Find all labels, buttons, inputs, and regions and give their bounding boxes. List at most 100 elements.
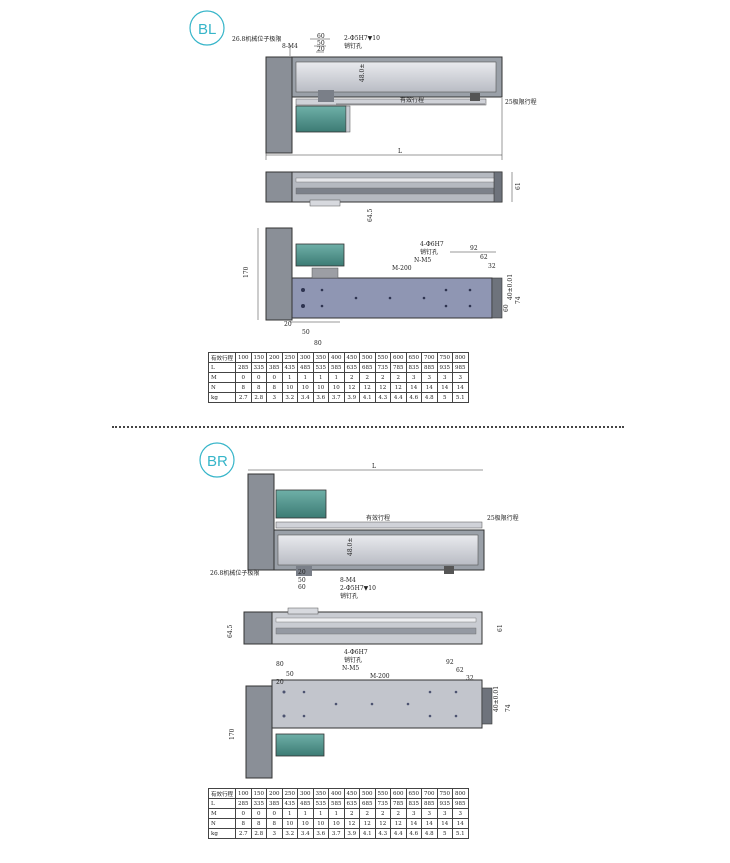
bl-mech-limit: 26.8机械位子极限 bbox=[232, 35, 281, 43]
table-cell: 12 bbox=[374, 382, 391, 393]
bl-dim-92: 92 bbox=[470, 245, 478, 252]
table-cell: 435 bbox=[281, 798, 298, 809]
table-cell: 4.3 bbox=[374, 392, 391, 403]
table-cell: 4.8 bbox=[421, 392, 438, 403]
bl-dim-60: 60 bbox=[317, 33, 325, 40]
table-cell: 4.6 bbox=[405, 392, 422, 403]
table-cell: 685 bbox=[359, 798, 376, 809]
table-cell: 3 bbox=[421, 372, 438, 383]
table-cell: 14 bbox=[421, 818, 438, 829]
table-cell: 3 bbox=[452, 808, 469, 819]
table-cell: 2 bbox=[374, 372, 391, 383]
table-cell: 2 bbox=[343, 808, 360, 819]
table-cell: 650 bbox=[405, 788, 422, 799]
table-cell: 4.8 bbox=[421, 828, 438, 839]
table-cell: 150 bbox=[250, 788, 267, 799]
table-cell: 335 bbox=[250, 362, 267, 373]
br-front-view: 80 50 20 4-Φ6H7 销钉孔 N-M5 M-200 92 62 32 … bbox=[229, 649, 512, 779]
section-bl: BL L 60 50 20 26.8机械位子极限 8-M4 2-Φ5H7▼10 bbox=[189, 10, 537, 347]
table-cell: 335 bbox=[250, 798, 267, 809]
br-side-view: 64.5 61 bbox=[227, 607, 504, 645]
section-br: BR L 有效行程 25极限行程 48.0± 26.8机械位子极限 20 50 … bbox=[199, 442, 519, 779]
table-cell: 0 bbox=[235, 372, 252, 383]
table-row-label: 有效行程 bbox=[207, 788, 237, 799]
table-cell: 8 bbox=[235, 818, 252, 829]
table-cell: 3 bbox=[266, 392, 283, 403]
br-dim-32: 32 bbox=[466, 675, 474, 682]
bl-n45: N-M5 bbox=[414, 257, 431, 264]
table-cell: 2.8 bbox=[250, 828, 267, 839]
table-cell: 10 bbox=[281, 382, 298, 393]
bl-m4: 8-M4 bbox=[282, 43, 298, 50]
table-cell: 485 bbox=[297, 362, 314, 373]
br-dim-62: 62 bbox=[456, 667, 464, 674]
table-cell: 10 bbox=[297, 818, 314, 829]
table-cell: 535 bbox=[312, 798, 329, 809]
table-cell: 12 bbox=[359, 382, 376, 393]
table-cell: 12 bbox=[343, 382, 360, 393]
table-cell: 3.4 bbox=[297, 828, 314, 839]
bl-dim-b50: 50 bbox=[302, 329, 310, 336]
table-cell: 14 bbox=[452, 818, 469, 829]
br-dim-64: 64.5 bbox=[227, 624, 234, 638]
table-cell: 535 bbox=[312, 362, 329, 373]
bl-effective-stroke: 有效行程 bbox=[400, 96, 424, 104]
bl-top-view: L 60 50 20 26.8机械位子极限 8-M4 2-Φ5H7▼10 销钉孔… bbox=[232, 33, 537, 160]
section-divider bbox=[112, 426, 624, 428]
table-cell: 2 bbox=[374, 808, 391, 819]
table-cell: 4.1 bbox=[359, 392, 376, 403]
table-cell: 1 bbox=[281, 372, 298, 383]
table-cell: 4.1 bbox=[359, 828, 376, 839]
table-cell: 400 bbox=[328, 788, 345, 799]
table-cell: 2 bbox=[359, 808, 376, 819]
table-cell: 10 bbox=[312, 382, 329, 393]
br-n45: N-M5 bbox=[342, 665, 359, 672]
table-cell: 100 bbox=[235, 352, 252, 363]
table-cell: 3 bbox=[452, 372, 469, 383]
table-cell: 8 bbox=[250, 818, 267, 829]
table-row-label: kg bbox=[207, 392, 237, 403]
br-m4: 8-M4 bbox=[340, 577, 356, 584]
table-cell: 8 bbox=[266, 382, 283, 393]
bl-dim-48: 48.0± bbox=[359, 64, 366, 82]
bl-dim-b20: 20 bbox=[284, 321, 292, 328]
bl-side-view: 61 64.5 bbox=[265, 171, 522, 222]
table-cell: 200 bbox=[266, 352, 283, 363]
table-cell: 785 bbox=[390, 798, 407, 809]
table-cell: 150 bbox=[250, 352, 267, 363]
table-cell: 5 bbox=[436, 392, 453, 403]
table-cell: 550 bbox=[374, 788, 391, 799]
table-cell: 435 bbox=[281, 362, 298, 373]
table-cell: 8 bbox=[235, 382, 252, 393]
table-cell: 635 bbox=[343, 798, 360, 809]
table-cell: 735 bbox=[374, 798, 391, 809]
table-cell: 585 bbox=[328, 798, 345, 809]
table-cell: 14 bbox=[405, 818, 422, 829]
table-row-label: M bbox=[207, 372, 237, 383]
table-cell: 2 bbox=[390, 808, 407, 819]
table-cell: 935 bbox=[436, 362, 453, 373]
table-row-label: N bbox=[207, 818, 237, 829]
table-cell: 300 bbox=[297, 788, 314, 799]
table-cell: 3 bbox=[436, 372, 453, 383]
table-cell: 685 bbox=[359, 362, 376, 373]
table-cell: 2 bbox=[359, 372, 376, 383]
bl-dim-L: L bbox=[398, 148, 402, 155]
br-dim-t20: 20 bbox=[276, 679, 284, 686]
table-cell: 10 bbox=[328, 382, 345, 393]
table-cell: 14 bbox=[421, 382, 438, 393]
table-cell: 385 bbox=[266, 362, 283, 373]
table-cell: 5 bbox=[436, 828, 453, 839]
table-cell: 14 bbox=[405, 382, 422, 393]
br-dim-L: L bbox=[372, 463, 376, 470]
bl-dim-61: 61 bbox=[515, 182, 522, 190]
table-cell: 385 bbox=[266, 798, 283, 809]
table-cell: 985 bbox=[452, 798, 469, 809]
